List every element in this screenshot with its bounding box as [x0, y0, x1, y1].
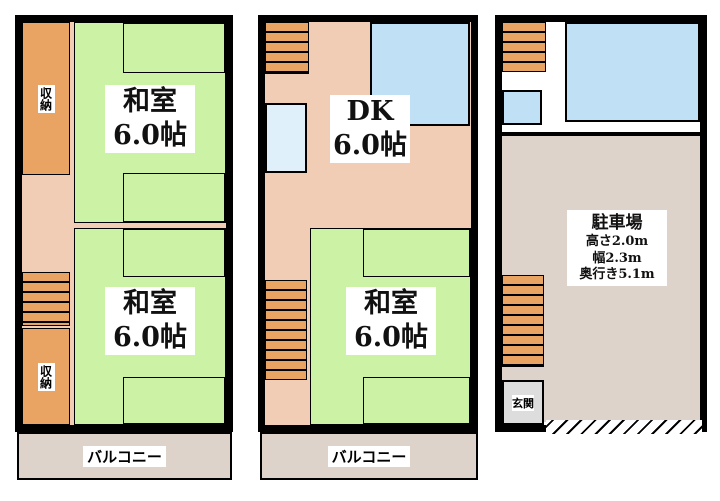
balcony-label: バルコニー [327, 445, 411, 467]
balcony-label: バルコニー [83, 445, 166, 467]
kitchen-counter [370, 22, 470, 126]
parking-width: 幅2.3m [592, 250, 642, 266]
room-size: 6.0帖 [354, 321, 428, 353]
room-size: 6.0帖 [113, 119, 187, 151]
closet-label: 収納 [37, 84, 55, 113]
parking-label: 駐車場 高さ2.0m 幅2.3m 奥行き5.1m [567, 210, 667, 286]
dk-name: DK [346, 96, 394, 127]
parking-depth: 奥行き5.1m [579, 266, 655, 282]
floor3-stairs [502, 275, 544, 367]
room-size: 6.0帖 [113, 321, 187, 353]
floor2-balcony: バルコニー [260, 432, 478, 480]
floor1-stairs [22, 272, 70, 326]
floor2-stairs [265, 280, 307, 380]
room-name: 和室 [123, 288, 177, 319]
closet-label: 収納 [37, 362, 55, 391]
toilet [265, 103, 307, 173]
floor1-balcony: バルコニー [17, 432, 232, 480]
shutter [546, 420, 702, 434]
dk-size: 6.0帖 [333, 129, 407, 161]
room-name: 和室 [123, 86, 177, 117]
entrance: 玄関 [502, 380, 544, 425]
floor1-closet-top: 収納 [22, 22, 70, 175]
floor2-stairs-top [265, 22, 309, 74]
floor1-closet-bottom: 収納 [22, 328, 70, 425]
room-name: 和室 [364, 288, 418, 319]
entrance-label: 玄関 [512, 394, 534, 411]
washbasin [502, 90, 542, 125]
parking-height: 高さ2.0m [585, 234, 649, 250]
parking-name: 駐車場 [591, 213, 643, 233]
floor3-stairs-top [502, 22, 546, 72]
bathtub [565, 22, 700, 122]
